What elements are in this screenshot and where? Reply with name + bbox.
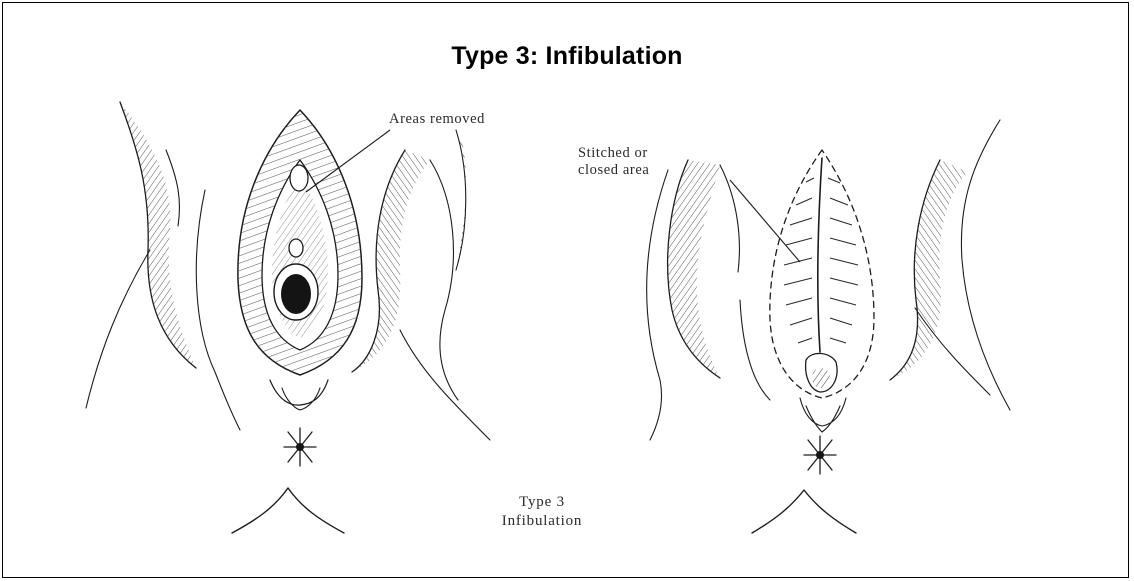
left-figure — [86, 102, 490, 533]
right-figure — [647, 120, 1010, 533]
figure-caption: Type 3 Infibulation — [462, 493, 622, 531]
left-figure-anus — [284, 428, 316, 466]
stitch-marks — [784, 178, 858, 343]
left-figure-outer-thigh-left — [86, 102, 196, 408]
caption-line1: Type 3 — [462, 493, 622, 512]
left-figure-inner-thigh-left — [196, 190, 240, 430]
label-stitched-line2: closed area — [578, 162, 649, 179]
right-figure-outer-thigh-right — [890, 120, 1010, 410]
label-stitched-closed-area: Stitched or closed area — [578, 145, 649, 179]
left-figure-outer-thigh-right — [352, 130, 490, 440]
label-areas-removed: Areas removed — [389, 111, 485, 128]
label-stitched-line1: Stitched or — [578, 145, 649, 162]
right-figure-closed-vulva — [770, 150, 874, 432]
right-figure-anus — [804, 436, 836, 474]
right-figure-outer-thigh-left — [647, 160, 770, 440]
right-figure-buttocks — [752, 490, 856, 533]
left-figure-vulva — [238, 110, 362, 410]
stitched-leader — [730, 180, 800, 262]
left-figure-buttocks — [232, 488, 344, 533]
caption-line2: Infibulation — [462, 512, 622, 531]
